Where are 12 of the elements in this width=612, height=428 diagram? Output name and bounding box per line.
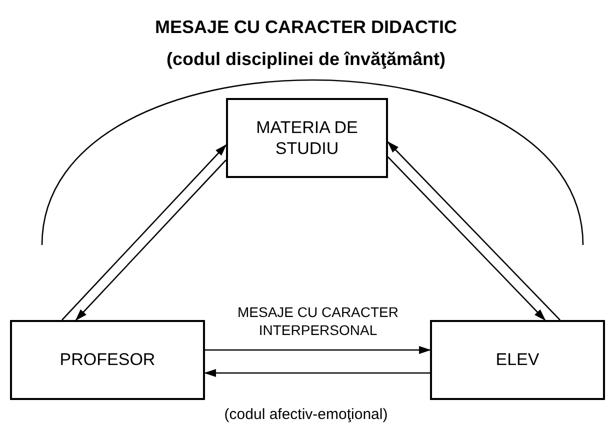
arrow <box>62 144 227 320</box>
arc-title: (codul disciplinei de învăţământ) <box>166 48 446 71</box>
arrow <box>204 369 430 377</box>
arrow <box>75 160 226 321</box>
arrow <box>388 156 546 321</box>
arrow <box>205 346 431 354</box>
arc-title: MESAJE CU CARACTER DIDACTIC <box>154 16 457 39</box>
text-box: ELEV <box>430 320 605 400</box>
arrow <box>387 141 560 320</box>
text-box: MATERIA DE STUDIU <box>226 98 388 178</box>
caption-text: (codul afectiv-emoţional) <box>224 405 388 425</box>
text-box: PROFESOR <box>10 320 205 400</box>
